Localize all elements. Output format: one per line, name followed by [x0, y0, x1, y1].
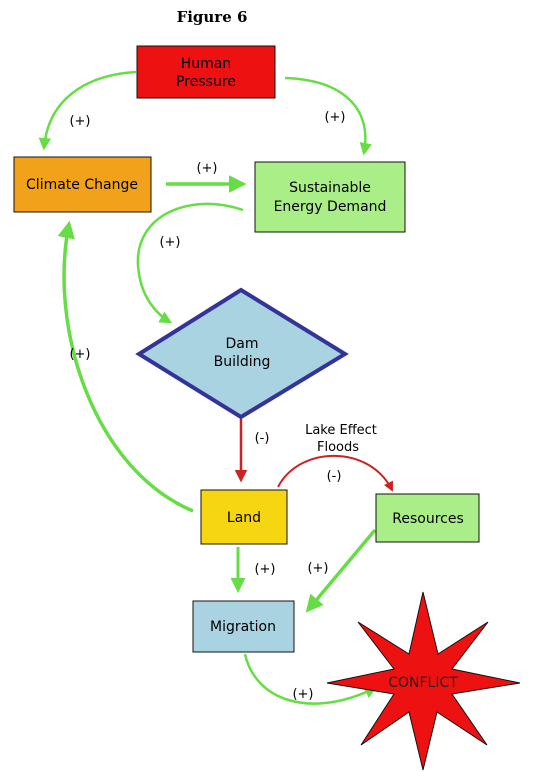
edge-human-pressure-to-climate-change — [38, 70, 137, 151]
edge-label-land-cc: (+) — [69, 347, 90, 362]
node-sustainable-energy-line2: Energy Demand — [274, 199, 387, 215]
edge-label-lake-effect-line1: Lake Effect — [305, 423, 377, 438]
edge-land-to-resources — [277, 454, 393, 492]
edge-label-land-migration: (+) — [254, 562, 275, 577]
figure-title: Figure 6 — [177, 8, 248, 26]
node-conflict: CONFLICT — [326, 591, 521, 771]
node-land: Land — [200, 489, 288, 545]
edge-label-resources-migration: (+) — [307, 561, 328, 576]
node-human-pressure-line2: Pressure — [176, 74, 236, 90]
edge-label-migration-conflict: (+) — [292, 687, 313, 702]
edge-label-land-resources: (-) — [327, 469, 342, 484]
node-dam-building: Dam Building — [135, 287, 349, 420]
node-human-pressure: Human Pressure — [136, 45, 276, 99]
node-dam-building-line1: Dam — [226, 336, 259, 352]
node-sustainable-energy-line1: Sustainable — [289, 180, 371, 196]
node-sustainable-energy-demand: Sustainable Energy Demand — [254, 161, 406, 233]
edge-label-hp-cc: (+) — [69, 114, 90, 129]
edge-migration-to-conflict — [243, 653, 378, 705]
edge-resources-to-migration — [305, 528, 377, 613]
edge-label-lake-effect-line2: Floods — [317, 440, 359, 455]
edge-land-to-climate-change — [57, 220, 194, 513]
node-resources-label: Resources — [392, 511, 464, 527]
edge-label-hp-se: (+) — [324, 110, 345, 125]
node-dam-building-line2: Building — [214, 354, 271, 370]
edge-label-cc-se: (+) — [196, 161, 217, 176]
node-climate-change: Climate Change — [13, 156, 152, 213]
node-conflict-label: CONFLICT — [388, 675, 458, 691]
edge-sustainable-energy-to-dam-building — [136, 202, 244, 324]
node-climate-change-label: Climate Change — [26, 177, 138, 193]
edge-human-pressure-to-sustainable-energy — [284, 76, 372, 156]
node-migration-label: Migration — [210, 619, 276, 635]
conflict-star-shape — [326, 591, 521, 771]
node-migration: Migration — [192, 600, 295, 653]
node-land-label: Land — [227, 510, 261, 526]
edge-label-dam-land: (-) — [255, 431, 270, 446]
edge-label-se-dam: (+) — [159, 235, 180, 250]
node-resources: Resources — [375, 493, 480, 543]
node-human-pressure-line1: Human — [181, 56, 232, 72]
